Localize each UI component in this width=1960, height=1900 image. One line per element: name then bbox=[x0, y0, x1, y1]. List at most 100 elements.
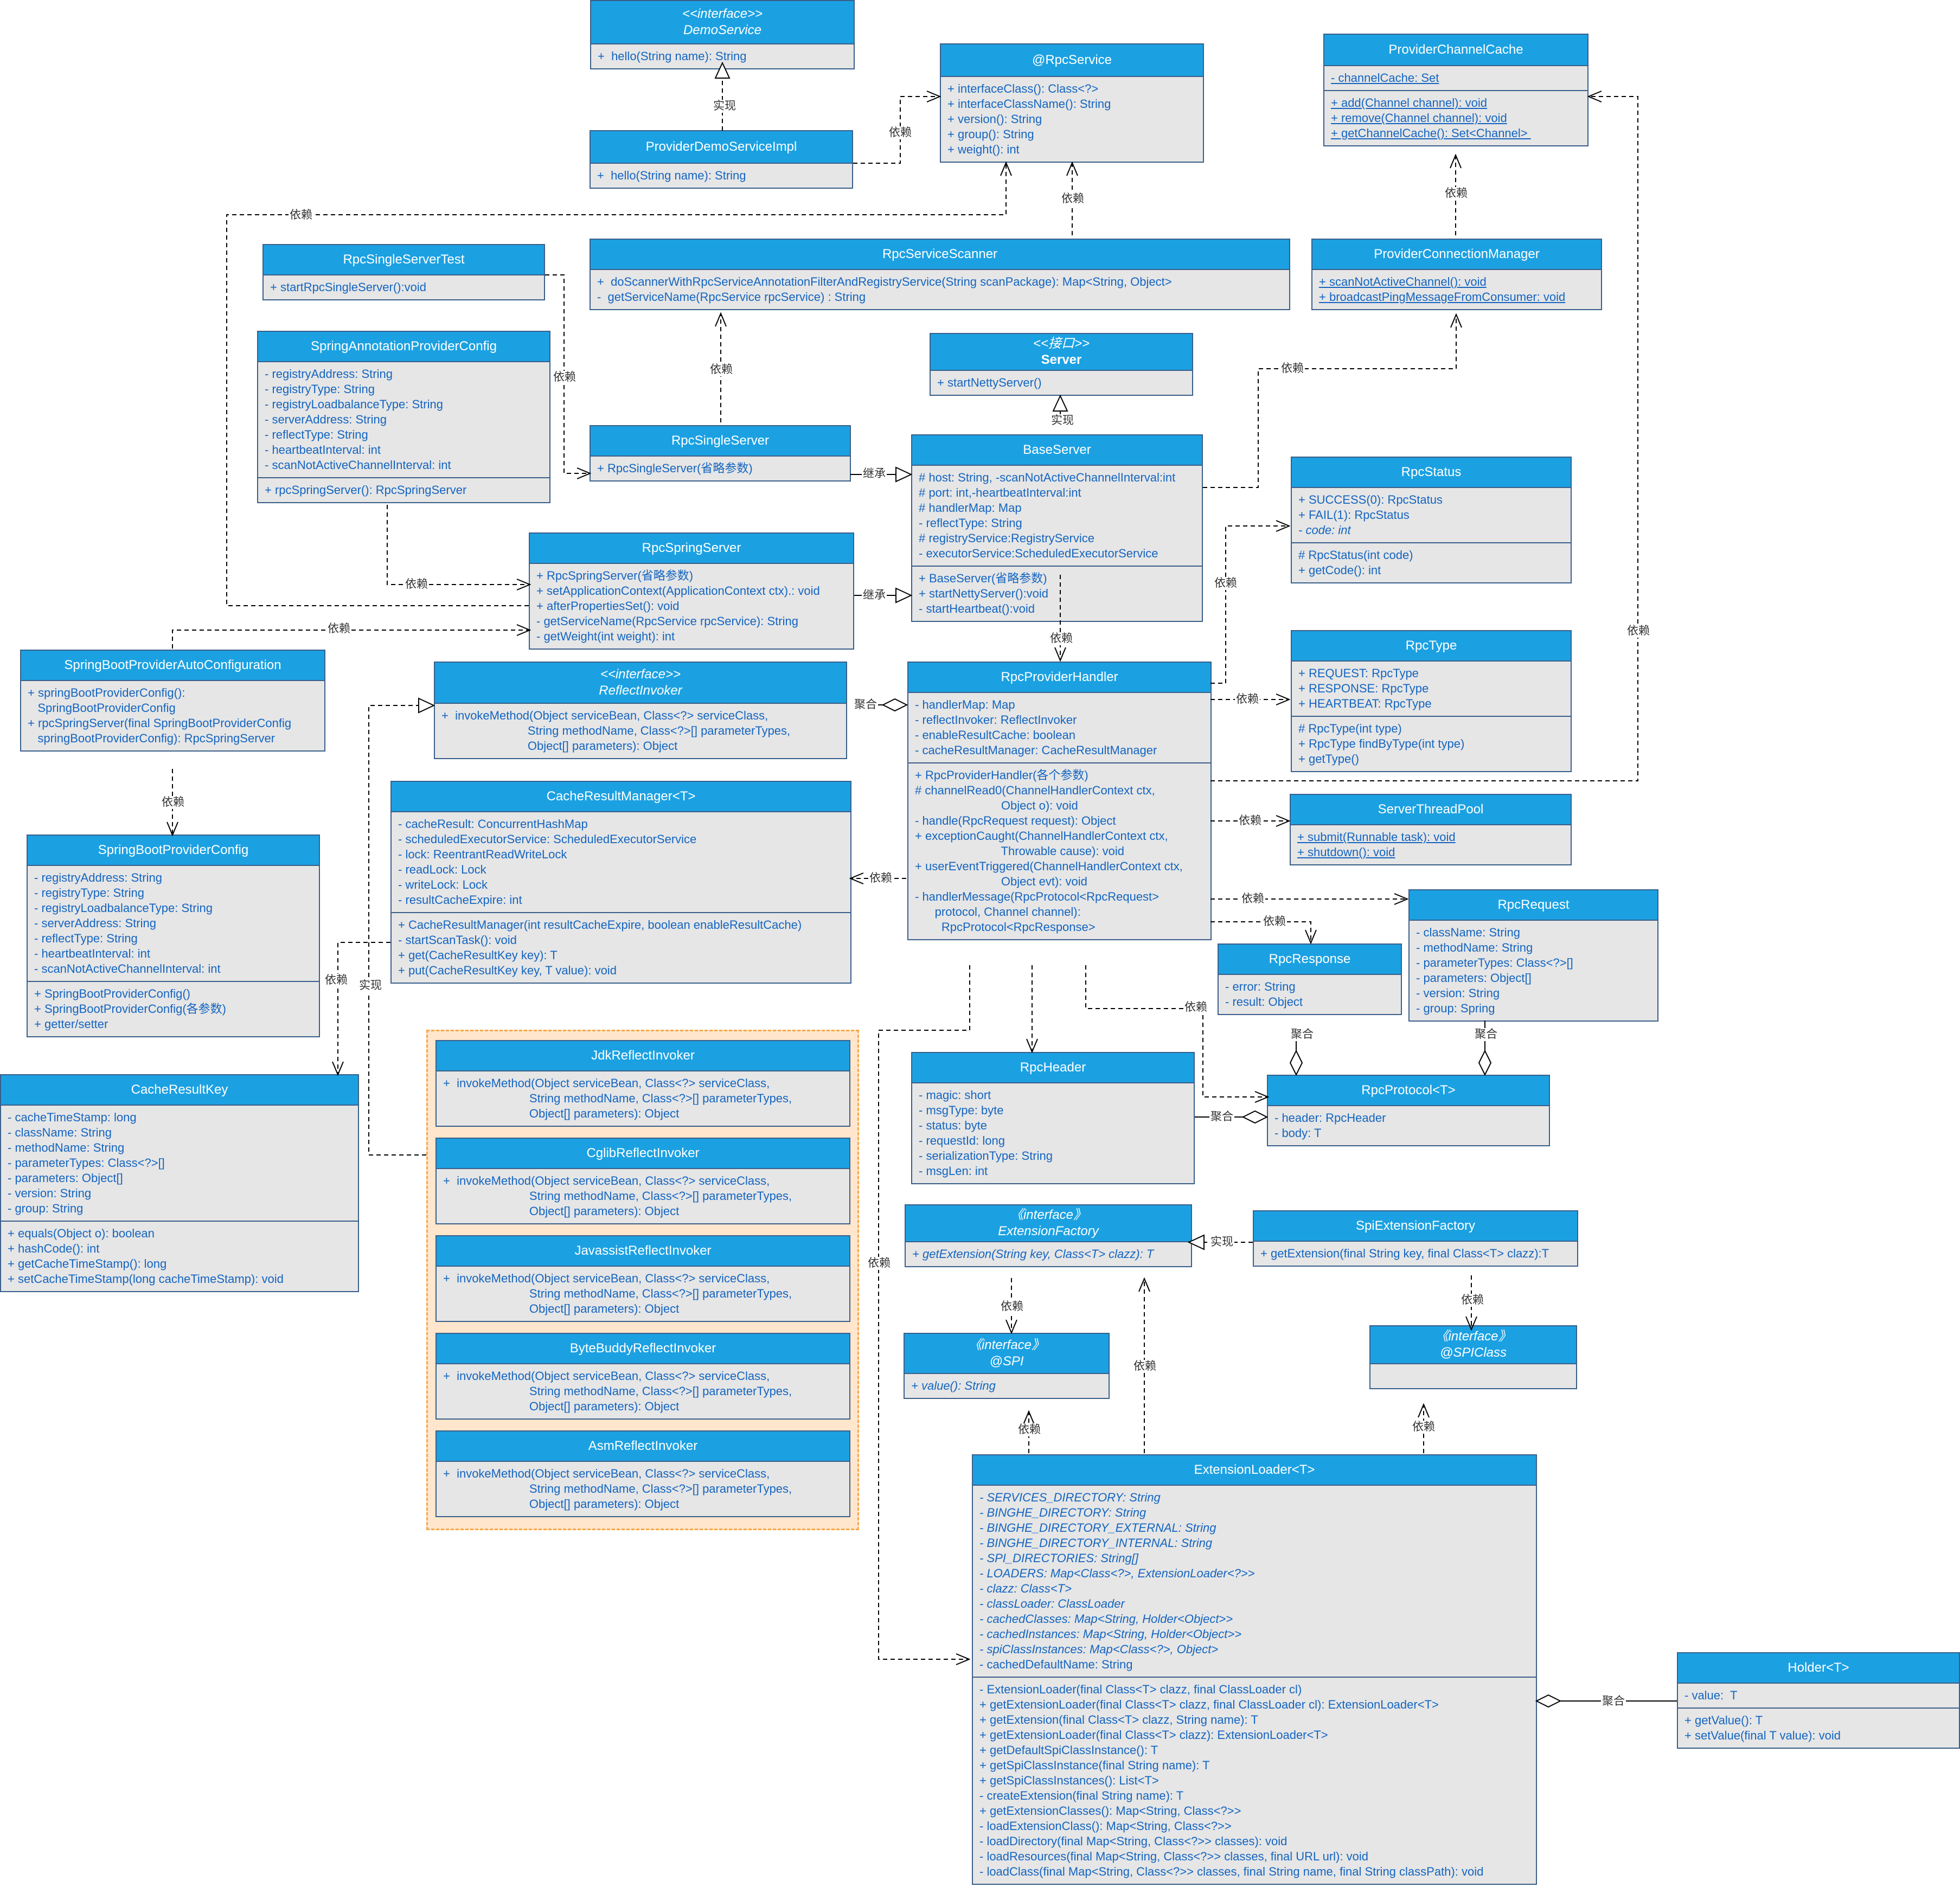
class-methods: + CacheResultManager(int resultCacheExpi… bbox=[392, 912, 850, 983]
class-member: + getExtension(final String key, final C… bbox=[1260, 1247, 1549, 1260]
class-header: <<interface>>DemoService bbox=[591, 1, 854, 44]
class-member: - parameterTypes: Class<?>[] bbox=[8, 1156, 165, 1170]
class-attributes: + invokeMethod(Object serviceBean, Class… bbox=[437, 1169, 849, 1223]
class-member: - handlerMap: Map bbox=[915, 698, 1015, 711]
class-attributes: - magic: short- msgType: byte- status: b… bbox=[912, 1083, 1194, 1183]
class-member: - registryLoadbalanceType: String bbox=[265, 397, 443, 411]
class-header: RpcProtocol<T> bbox=[1268, 1076, 1549, 1106]
relation-label-depend: 依赖 bbox=[1460, 1294, 1485, 1307]
class-javassist-reflect-invoker: JavassistReflectInvoker+ invokeMethod(Ob… bbox=[435, 1235, 850, 1322]
depend-line-handler-response bbox=[1210, 921, 1311, 943]
class-member: - loadExtensionClass(): Map<String, Clas… bbox=[979, 1819, 1232, 1833]
class-name: RpcResponse bbox=[1269, 952, 1351, 966]
depend-line-baseserver-connmgr bbox=[1203, 314, 1456, 488]
class-member: + REQUEST: RpcType bbox=[1298, 666, 1419, 680]
class-member: - handlerMessage(RpcProtocol<RpcRequest> bbox=[915, 890, 1160, 903]
class-attributes: + startNettyServer() bbox=[931, 371, 1192, 395]
class-name: ProviderDemoServiceImpl bbox=[645, 139, 797, 154]
class-header: RpcType bbox=[1292, 631, 1571, 662]
class-name: JdkReflectInvoker bbox=[591, 1048, 695, 1063]
class-member: springBootProviderConfig): RpcSpringServ… bbox=[28, 731, 276, 745]
class-methods: + SpringBootProviderConfig()+ SpringBoot… bbox=[28, 981, 319, 1036]
relation-label-aggregate: 聚合 bbox=[1474, 1028, 1498, 1041]
class-member: - header: RpcHeader bbox=[1274, 1111, 1386, 1125]
class-member: - parameters: Object[] bbox=[1416, 971, 1532, 985]
class-member: - startScanTask(): void bbox=[398, 933, 517, 947]
class-header: AsmReflectInvoker bbox=[437, 1432, 849, 1462]
class-member: + remove(Channel channel): void bbox=[1331, 111, 1507, 125]
class-header: SpiExtensionFactory bbox=[1254, 1211, 1577, 1242]
relation-label-realize: 实现 bbox=[712, 100, 737, 113]
class-member: + equals(Object o): boolean bbox=[8, 1227, 155, 1240]
class-spring-boot-provider-auto-configuration: SpringBootProviderAutoConfiguration + spr… bbox=[20, 650, 325, 752]
class-attributes: - value: T bbox=[1678, 1684, 1959, 1708]
relation-label-depend: 依赖 bbox=[1235, 693, 1260, 706]
depend-line-impl-rpcservice bbox=[853, 97, 940, 164]
class-name: RpcHeader bbox=[1020, 1060, 1086, 1075]
class-name: CacheResultManager<T> bbox=[546, 789, 696, 804]
depend-line-springserver-rpcservice bbox=[226, 163, 1006, 606]
class-jdk-reflect-invoker: JdkReflectInvoker+ invokeMethod(Object s… bbox=[435, 1040, 850, 1127]
class-name: RpcRequest bbox=[1497, 897, 1570, 912]
class-header: CacheResultKey bbox=[1, 1075, 358, 1106]
class-member: - BINGHE_DIRECTORY: String bbox=[979, 1506, 1146, 1519]
class-attributes: + hello(String name): String bbox=[591, 44, 854, 68]
class-member: # registryService:RegistryService bbox=[919, 531, 1094, 545]
class-name: SpringBootProviderAutoConfiguration bbox=[64, 658, 281, 672]
class-member: String methodName, Class<?>[] parameterT… bbox=[443, 1189, 792, 1203]
class-member: Object[] parameters): Object bbox=[443, 1497, 680, 1511]
class-member: Object o): void bbox=[915, 799, 1078, 812]
depend-line-cachemanager-cachekey bbox=[338, 942, 390, 1075]
class-member: # RpcStatus(int code) bbox=[1298, 548, 1413, 562]
relation-label-aggregate: 聚合 bbox=[1601, 1695, 1626, 1708]
class-member: - cacheResultManager: CacheResultManager bbox=[915, 743, 1157, 757]
class-member: - version: String bbox=[8, 1186, 92, 1200]
class-rpc-spring-server: RpcSpringServer+ RpcSpringServer(省略参数)+ … bbox=[529, 532, 854, 650]
class-member: + invokeMethod(Object serviceBean, Class… bbox=[443, 1467, 770, 1480]
class-member: - magic: short bbox=[919, 1088, 991, 1102]
class-member: # host: String, -scanNotActiveChannelInt… bbox=[919, 471, 1176, 484]
class-member: - serializationType: String bbox=[919, 1149, 1053, 1163]
class-member: String methodName, Class<?>[] parameterT… bbox=[443, 1482, 792, 1495]
class-member: + RESPONSE: RpcType bbox=[1298, 682, 1429, 695]
class-member: Throwable cause): void bbox=[915, 844, 1124, 858]
depend-line-autoconfig-springserver bbox=[172, 630, 530, 649]
class-attributes: + RpcSpringServer(省略参数)+ setApplicationC… bbox=[530, 564, 853, 649]
class-member: - enableResultCache: boolean bbox=[915, 728, 1075, 742]
class-member: - parameterTypes: Class<?>[] bbox=[1416, 956, 1573, 970]
class-member: + getExtensionLoader(final Class<T> claz… bbox=[979, 1698, 1439, 1711]
class-header: Holder<T> bbox=[1678, 1653, 1959, 1684]
class-name: CacheResultKey bbox=[131, 1082, 228, 1097]
class-attributes: + interfaceClass(): Class<?>+ interfaceC… bbox=[941, 77, 1203, 162]
class-member: - reflectType: String bbox=[919, 516, 1022, 530]
class-attributes: + SUCCESS(0): RpcStatus+ FAIL(1): RpcSta… bbox=[1292, 488, 1571, 542]
class-reflect-invoker: <<interface>>ReflectInvoker+ invokeMetho… bbox=[434, 662, 847, 759]
class-member: Object[] parameters): Object bbox=[443, 1400, 680, 1413]
depend-line-annoconfig-springserver bbox=[387, 505, 530, 585]
class-rpc-service-scanner: RpcServiceScanner+ doScannerWithRpcServi… bbox=[590, 239, 1290, 310]
class-header: RpcSingleServer bbox=[591, 426, 850, 457]
class-member: - serverAddress: String bbox=[34, 916, 156, 930]
class-member: + getExtensionLoader(final Class<T> claz… bbox=[979, 1728, 1328, 1742]
class-name: SpringBootProviderConfig bbox=[98, 843, 249, 857]
class-member: + springBootProviderConfig(): bbox=[28, 686, 185, 699]
class-member: protocol, Channel channel): bbox=[915, 905, 1081, 919]
class-asm-reflect-invoker: AsmReflectInvoker + invokeMethod(Object s… bbox=[435, 1430, 850, 1517]
class-header: JavassistReflectInvoker bbox=[437, 1236, 849, 1267]
class-provider-connection-manager: ProviderConnectionManager+ scanNotActive… bbox=[1311, 239, 1602, 310]
relation-label-depend: 依赖 bbox=[868, 872, 893, 885]
class-member: - reflectType: String bbox=[34, 932, 138, 945]
class-name: RpcStatus bbox=[1401, 465, 1462, 479]
class-member: # port: int,-heartbeatInterval:int bbox=[919, 486, 1081, 499]
class-member: - registryAddress: String bbox=[265, 367, 393, 381]
class-attributes: - cacheTimeStamp: long- className: Strin… bbox=[1, 1106, 358, 1221]
class-member: - className: String bbox=[8, 1126, 112, 1139]
class-spring-annotation-provider-config: SpringAnnotationProviderConfig- registry… bbox=[257, 331, 550, 503]
class-member: + startNettyServer() bbox=[937, 376, 1042, 389]
class-member: - group: Spring bbox=[1416, 1002, 1495, 1015]
class-attributes: + invokeMethod(Object serviceBean, Class… bbox=[437, 1267, 849, 1321]
class-name: DemoService bbox=[683, 23, 762, 37]
class-member: + getExtensionClasses(): Map<String, Cla… bbox=[979, 1804, 1241, 1818]
class-member: - scheduledExecutorService: ScheduledExe… bbox=[398, 832, 697, 846]
class-name: ProviderChannelCache bbox=[1388, 42, 1523, 57]
